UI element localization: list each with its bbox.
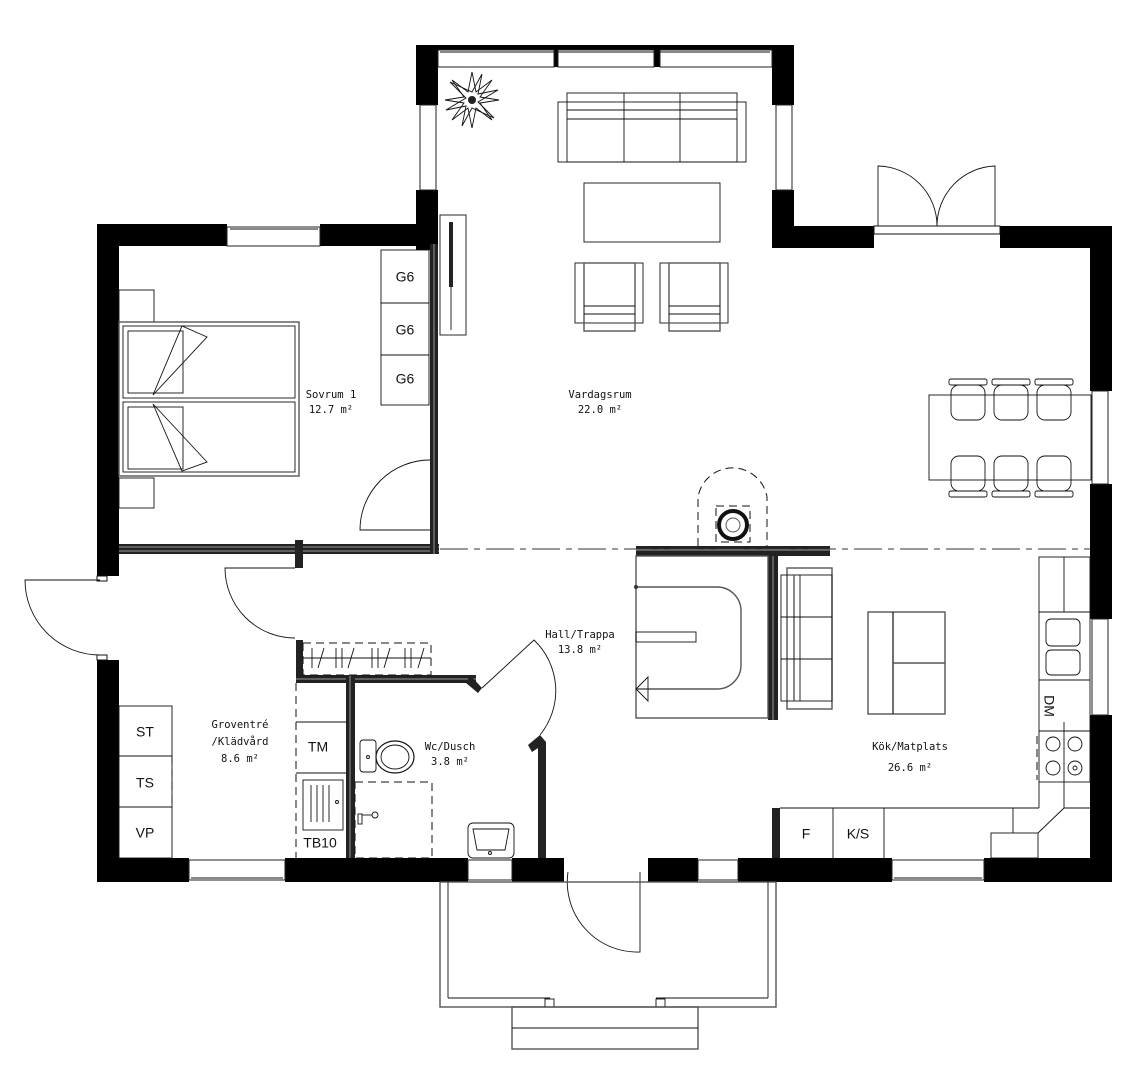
- doors: [24, 165, 1001, 953]
- room-name-kok: Kök/Matplats: [872, 741, 948, 753]
- freezer-label: K/S: [847, 826, 870, 842]
- kitchen-sofa: [780, 567, 833, 710]
- fridge-label: F: [802, 826, 811, 842]
- toilet-icon: [359, 739, 415, 774]
- shower-tap-icon: [357, 811, 379, 825]
- room-area-vardagsrum: 22.0 m²: [578, 404, 622, 416]
- room-name-vardagsrum: Vardagsrum: [568, 389, 631, 401]
- stove-icon: [1045, 736, 1083, 776]
- fireplace: [697, 467, 768, 546]
- vp-label: VP: [136, 825, 155, 841]
- room-area-wc: 3.8 m²: [431, 756, 469, 768]
- kitchen-counter: [780, 556, 1091, 859]
- staircase: [634, 555, 769, 719]
- wardrobe-3-label: G6: [396, 371, 415, 387]
- interior-walls: [119, 244, 830, 858]
- sink-icon: [1045, 618, 1081, 647]
- room-name-groventre: Groventré: [212, 719, 269, 731]
- room-name-wc: Wc/Dusch: [425, 741, 476, 753]
- ts-label: TS: [136, 775, 154, 791]
- washbasin-icon: [467, 822, 515, 859]
- kitchen-table: [867, 611, 946, 715]
- double-bed: [118, 321, 300, 477]
- dishwasher-label: DM: [1041, 695, 1057, 717]
- room-area-sovrum: 12.7 m²: [309, 404, 353, 416]
- entrance-porch: [439, 881, 777, 1050]
- sofa: [557, 92, 747, 163]
- bedroom-furniture: [118, 249, 430, 509]
- room-labels: Sovrum 1 12.7 m² Vardagsrum 22.0 m² Hall…: [212, 389, 948, 774]
- tm-label: TM: [308, 739, 328, 755]
- tb10-label: TB10: [303, 835, 337, 851]
- wardrobe-2-label: G6: [396, 322, 415, 338]
- room-area-hall: 13.8 m²: [558, 644, 602, 656]
- plant-icon: [444, 71, 500, 129]
- armchair: [574, 262, 644, 332]
- room-name-hall: Hall/Trappa: [545, 629, 615, 641]
- tv-unit: [439, 214, 467, 336]
- room-name2-groventre: /Klädvård: [212, 735, 269, 748]
- chairs: [948, 378, 1074, 498]
- living-furniture: [444, 71, 768, 546]
- coffee-table: [583, 182, 721, 243]
- exterior-walls: [97, 45, 1112, 882]
- wc-fixtures: [354, 739, 515, 859]
- armchair: [659, 262, 729, 332]
- dining-furniture: [928, 378, 1092, 498]
- wardrobe-1-label: G6: [396, 269, 415, 285]
- dining-table: [928, 394, 1092, 481]
- room-area-kok: 26.6 m²: [888, 762, 932, 774]
- laundry-fixtures: [118, 683, 346, 859]
- room-name-sovrum: Sovrum 1: [306, 389, 357, 401]
- room-area-groventre: 8.6 m²: [221, 753, 259, 765]
- coat-rack: [302, 642, 432, 676]
- windows: [188, 49, 1109, 881]
- wardrobes: [380, 249, 430, 406]
- st-label: ST: [136, 724, 154, 740]
